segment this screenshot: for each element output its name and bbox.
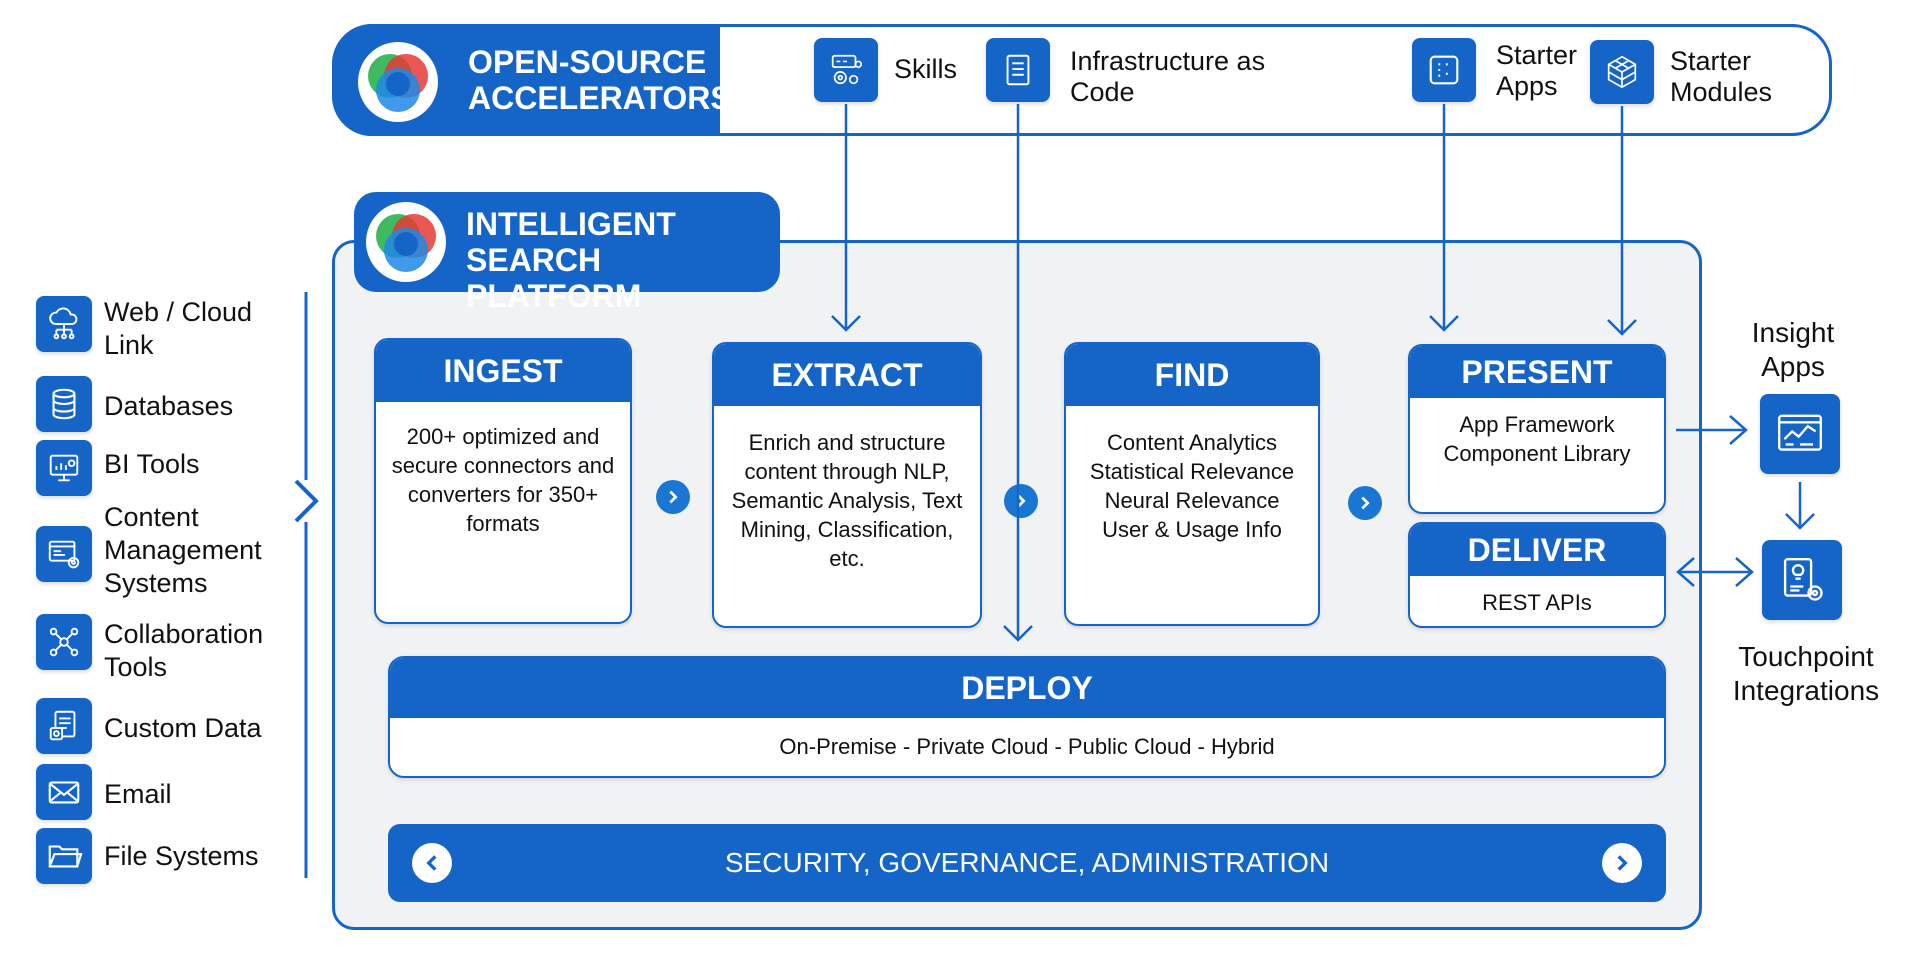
deploy-title: DEPLOY — [390, 658, 1664, 718]
source-label-bi-tools: BI Tools — [104, 449, 200, 479]
source-label-databases: Databases — [104, 391, 234, 421]
stage-body-find: Content Analytics Statistical Relevance … — [1089, 430, 1295, 542]
stage-title-extract: EXTRACT — [714, 344, 980, 406]
chevron-right-icon — [656, 480, 690, 514]
folder-icon — [36, 828, 92, 884]
source-label-custom-data: Custom Data — [104, 713, 262, 743]
cms-settings-icon — [36, 526, 92, 582]
cloud-network-icon — [36, 296, 92, 352]
stage-present: PRESENT App Framework Component Library — [1408, 344, 1666, 514]
touchpoint-integrations-label: Touchpoint Integrations — [1732, 641, 1880, 706]
source-label-email: Email — [104, 779, 172, 809]
insight-dashboard-icon — [1760, 394, 1840, 474]
source-label-cms: Content Management Systems — [104, 502, 262, 598]
stage-body-extract: Enrich and structure content through NLP… — [731, 430, 963, 571]
stage-title-find: FIND — [1066, 344, 1318, 406]
accelerator-label-starter-apps: Starter Apps — [1496, 40, 1578, 101]
source-label-web-cloud: Web / Cloud Link — [104, 297, 253, 360]
modules-cube-icon — [1590, 40, 1654, 104]
database-icon — [36, 376, 92, 432]
stage-body-deliver: REST APIs — [1482, 590, 1592, 615]
source-label-collaboration: Collaboration Tools — [104, 619, 264, 682]
stage-body-ingest: 200+ optimized and secure connectors and… — [391, 424, 615, 536]
security-title: SECURITY, GOVERNANCE, ADMINISTRATION — [724, 847, 1330, 878]
stage-deliver: DELIVER REST APIs — [1408, 522, 1666, 628]
deploy-body: On-Premise - Private Cloud - Public Clou… — [779, 734, 1275, 759]
stage-body-present: App Framework Component Library — [1443, 412, 1631, 466]
accelerator-label-iac: Infrastructure as Code — [1070, 46, 1266, 107]
app-frame-icon — [1412, 38, 1476, 102]
accelerators-title: OPEN-SOURCE ACCELERATORS — [468, 44, 732, 116]
sources-bracket-icon — [294, 292, 319, 878]
email-icon — [36, 764, 92, 820]
platform-title-block: INTELLIGENT SEARCH PLATFORM — [354, 192, 780, 314]
network-nodes-icon — [36, 614, 92, 670]
platform-title: INTELLIGENT SEARCH PLATFORM — [466, 206, 676, 314]
stage-title-present: PRESENT — [1410, 346, 1664, 398]
stage-extract: EXTRACT Enrich and structure content thr… — [712, 342, 982, 628]
stage-title-ingest: INGEST — [376, 340, 630, 402]
security-band: SECURITY, GOVERNANCE, ADMINISTRATION — [388, 824, 1666, 902]
bi-dashboard-icon — [36, 440, 92, 496]
document-icon — [986, 38, 1050, 102]
custom-data-icon — [36, 698, 92, 754]
chevron-right-icon — [1348, 486, 1382, 520]
platform-logo-icon — [366, 202, 446, 282]
accelerators-title-block: OPEN-SOURCE ACCELERATORS — [332, 24, 732, 136]
accelerators-logo-icon — [358, 42, 438, 122]
skills-gears-icon — [814, 38, 878, 102]
chevron-right-icon — [1004, 484, 1038, 518]
stage-find: FIND Content Analytics Statistical Relev… — [1064, 342, 1320, 626]
touchpoint-integration-icon — [1762, 540, 1842, 620]
source-label-file-systems: File Systems — [104, 841, 259, 871]
chevron-left-icon — [412, 843, 452, 883]
accelerator-label-skills: Skills — [894, 54, 958, 84]
chevron-right-icon — [1602, 843, 1642, 883]
stage-ingest: INGEST 200+ optimized and secure connect… — [374, 338, 632, 624]
stage-title-deliver: DELIVER — [1410, 524, 1664, 576]
accelerator-label-starter-modules: Starter Modules — [1670, 46, 1773, 107]
deploy-panel: DEPLOY On-Premise - Private Cloud - Publ… — [388, 656, 1666, 778]
insight-apps-label: Insight Apps — [1751, 317, 1835, 382]
